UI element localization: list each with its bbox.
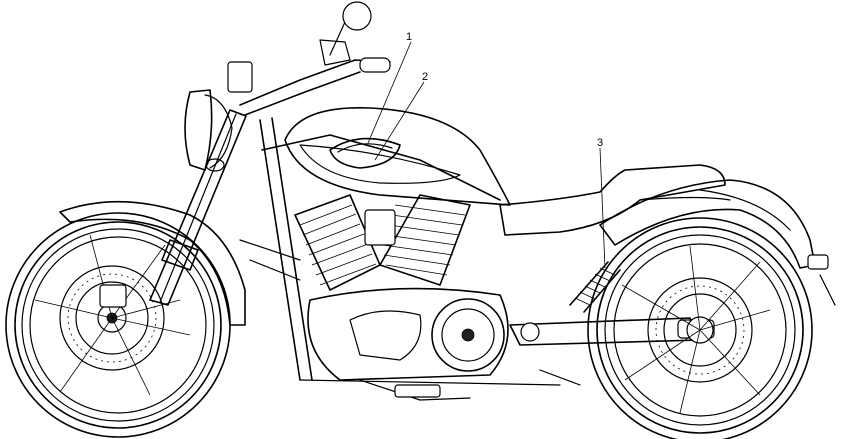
rear-shock [569,261,621,313]
front-fork [149,109,247,306]
tail-light [807,254,836,306]
callout-leaders [367,41,606,269]
handlebar-assembly [227,1,391,116]
rear-wheel [587,217,813,439]
headlight [184,89,233,172]
front-fender [59,200,246,326]
fuel-tank [284,106,511,206]
frame [259,117,561,386]
callout-2: 2 [422,71,428,83]
v-twin-engine [239,194,509,381]
front-brake-disc [59,265,165,371]
front-wheel [5,212,231,438]
lower-components [359,369,581,401]
seat [499,164,726,236]
callout-3: 3 [597,137,603,149]
callout-1: 1 [406,31,412,43]
rear-brake-disc [647,277,753,383]
